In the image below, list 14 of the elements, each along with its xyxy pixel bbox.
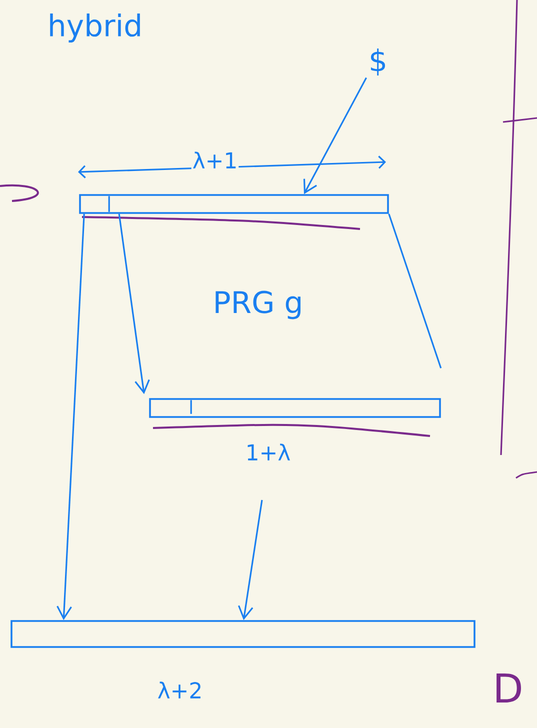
title: hybrid (50, 14, 140, 42)
arrow (118, 214, 150, 394)
bar (79, 194, 389, 214)
arrow (56, 214, 85, 620)
arrow (303, 77, 367, 194)
label-text: λ+2 (158, 682, 200, 698)
bar (149, 398, 441, 418)
label-text: 1+λ (248, 444, 290, 460)
dimension-label: λ+1 (191, 150, 239, 170)
node-text: $ (370, 48, 386, 76)
label-text: D (496, 673, 521, 703)
bar (10, 620, 476, 648)
arrow (238, 500, 263, 620)
label-text: PRG g (216, 290, 300, 320)
